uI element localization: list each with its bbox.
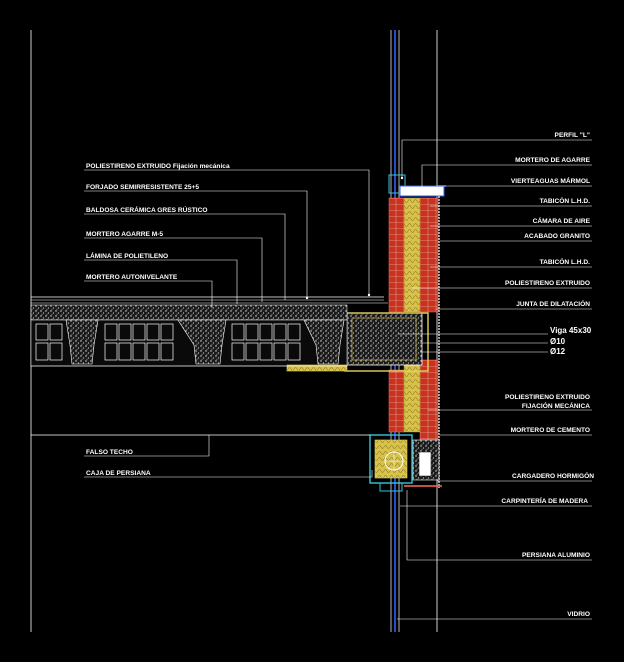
leaders-right xyxy=(397,139,592,620)
inner-brick-lower xyxy=(388,369,405,433)
lintel-i-section xyxy=(418,451,432,477)
label-d10: Ø10 xyxy=(550,337,566,346)
label-falso-techo: FALSO TECHO xyxy=(86,449,133,456)
leader-ticks xyxy=(305,176,424,300)
label-vidrio: VIDRIO xyxy=(567,611,590,618)
label-tabicon-1: TABICÓN L.H.D. xyxy=(540,196,591,205)
label-mortero-agarre: MORTERO AGARRE M-5 xyxy=(86,231,163,238)
label-d12: Ø12 xyxy=(550,347,566,356)
outer-brick-leaf-lower xyxy=(419,359,439,443)
concrete-beam xyxy=(346,312,423,366)
left-labels: POLIESTIRENO EXTRUIDO Fijación mecánica … xyxy=(86,163,230,477)
label-lamina: LÁMINA DE POLIETILENO xyxy=(86,251,168,260)
right-labels: PERFIL "L" MORTERO DE AGARRE VIERTEAGUAS… xyxy=(501,132,594,618)
beam-labels: Viga 45x30 Ø10 Ø12 xyxy=(550,326,592,356)
label-vierteaguas: VIERTEAGUAS MÁRMOL xyxy=(511,176,590,185)
label-poliestireno-2: POLIESTIRENO EXTRUIDO xyxy=(505,394,590,401)
label-perfil-l: PERFIL "L" xyxy=(555,132,590,139)
label-camara-aire: CÁMARA DE AIRE xyxy=(533,216,591,225)
floor-blocks xyxy=(35,323,301,361)
label-fijacion-mecanica: FIJACIÓN MECÁNICA xyxy=(522,401,590,410)
lower-frame xyxy=(379,482,403,492)
label-mortero-cemento: MORTERO DE CEMENTO xyxy=(511,427,590,434)
label-persiana: PERSIANA ALUMINIO xyxy=(522,552,590,559)
label-forjado: FORJADO SEMIRRESISTENTE 25+5 xyxy=(86,184,199,191)
self-levelling-mortar xyxy=(30,304,348,321)
label-baldosa: BALDOSA CERÁMICA GRES RÚSTICO xyxy=(86,205,208,214)
label-mortero-autonivelante: MORTERO AUTONIVELANTE xyxy=(86,274,178,281)
leaders-left xyxy=(84,169,373,478)
label-poliestireno-fijacion: POLIESTIRENO EXTRUIDO Fijación mecánica xyxy=(86,163,230,170)
slab-edge-insulation xyxy=(286,364,348,372)
label-tabicon-2: TABICÓN L.H.D. xyxy=(540,257,591,266)
beam-inner-frame xyxy=(351,317,417,361)
label-caja-persiana: CAJA DE PERSIANA xyxy=(86,470,151,477)
beam-leaders xyxy=(398,333,548,353)
outer-brick-leaf xyxy=(419,197,439,313)
sill-frame xyxy=(388,174,406,194)
inner-brick-leaf xyxy=(388,197,405,313)
label-viga: Viga 45x30 xyxy=(550,326,592,335)
label-cargadero: CARGADERO HORMIGÓN xyxy=(512,471,594,480)
insulation-layer xyxy=(403,197,421,313)
floor-joists xyxy=(65,319,345,365)
label-acabado-granito: ACABADO GRANITO xyxy=(524,233,590,240)
shutter-box-inner xyxy=(374,439,408,479)
label-junta-dilatacion: JUNTA DE DILATACIÓN xyxy=(516,299,590,308)
label-carpinteria: CARPINTERÍA DE MADERA xyxy=(501,496,588,505)
label-mortero-de-agarre: MORTERO DE AGARRE xyxy=(515,157,590,164)
label-poliestireno: POLIESTIRENO EXTRUIDO xyxy=(505,280,590,287)
